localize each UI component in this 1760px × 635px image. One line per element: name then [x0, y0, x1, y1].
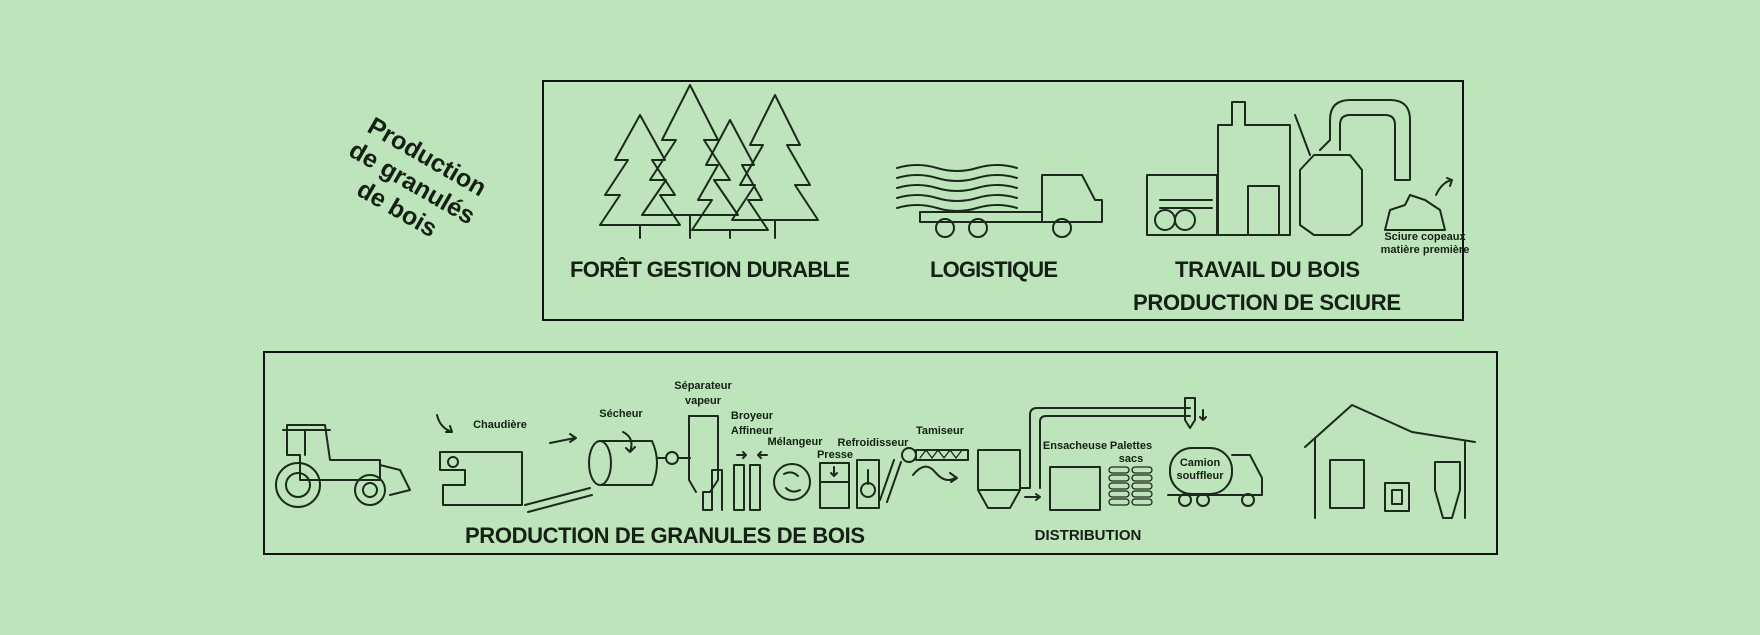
label-broyeur-2: Affineur [731, 425, 774, 437]
label-palettes-1: Palettes [1110, 440, 1152, 452]
bagging-pipeline-icon [1019, 397, 1207, 511]
tractor-icon [275, 424, 411, 508]
process-frame [263, 351, 1498, 555]
label-ensacheuse: Ensacheuse [1043, 440, 1107, 452]
label-camion-1: Camion [1180, 457, 1221, 469]
label-process-heading: PRODUCTION DE GRANULES DE BOIS [465, 523, 865, 548]
label-sawdust-2: matière première [1381, 244, 1470, 256]
label-secheur: Sécheur [599, 408, 643, 420]
sawmill-icon [1146, 99, 1453, 236]
blower-truck-icon [1167, 447, 1263, 507]
label-chaudiere: Chaudière [473, 419, 527, 431]
log-truck-icon [896, 164, 1103, 238]
upstream-frame [542, 80, 1464, 321]
label-melangeur: Mélangeur [767, 436, 823, 448]
label-tamiseur: Tamiseur [916, 425, 965, 437]
boiler-icon [436, 414, 593, 513]
label-distribution-heading: DISTRIBUTION [1035, 527, 1142, 544]
label-palettes-2: sacs [1119, 453, 1143, 465]
mixer-press-cooler-icon [773, 459, 902, 509]
label-camion-2: souffleur [1176, 470, 1224, 482]
label-forest: FORÊT GESTION DURABLE [570, 257, 850, 282]
label-woodwork-2: PRODUCTION DE SCIURE [1133, 290, 1401, 315]
label-broyeur-1: Broyeur [731, 410, 774, 422]
label-refroidisseur: Refroidisseur [838, 437, 910, 449]
house-icon [1304, 404, 1476, 519]
label-sawdust-1: Sciure copeaux [1384, 231, 1466, 243]
steam-separator-icon [688, 415, 768, 511]
label-presse: Presse [817, 449, 853, 461]
sieve-icon [901, 447, 1021, 509]
label-logistics: LOGISTIQUE [930, 257, 1058, 282]
label-separateur-1: Séparateur [674, 380, 732, 392]
pallet-bags-icon [1108, 466, 1153, 506]
label-woodwork-1: TRAVAIL DU BOIS [1175, 257, 1360, 282]
dryer-icon [588, 431, 691, 486]
diagram-title: Production de granulés de bois [344, 112, 491, 243]
label-separateur-2: vapeur [685, 395, 722, 407]
forest-trees-icon [599, 84, 819, 239]
